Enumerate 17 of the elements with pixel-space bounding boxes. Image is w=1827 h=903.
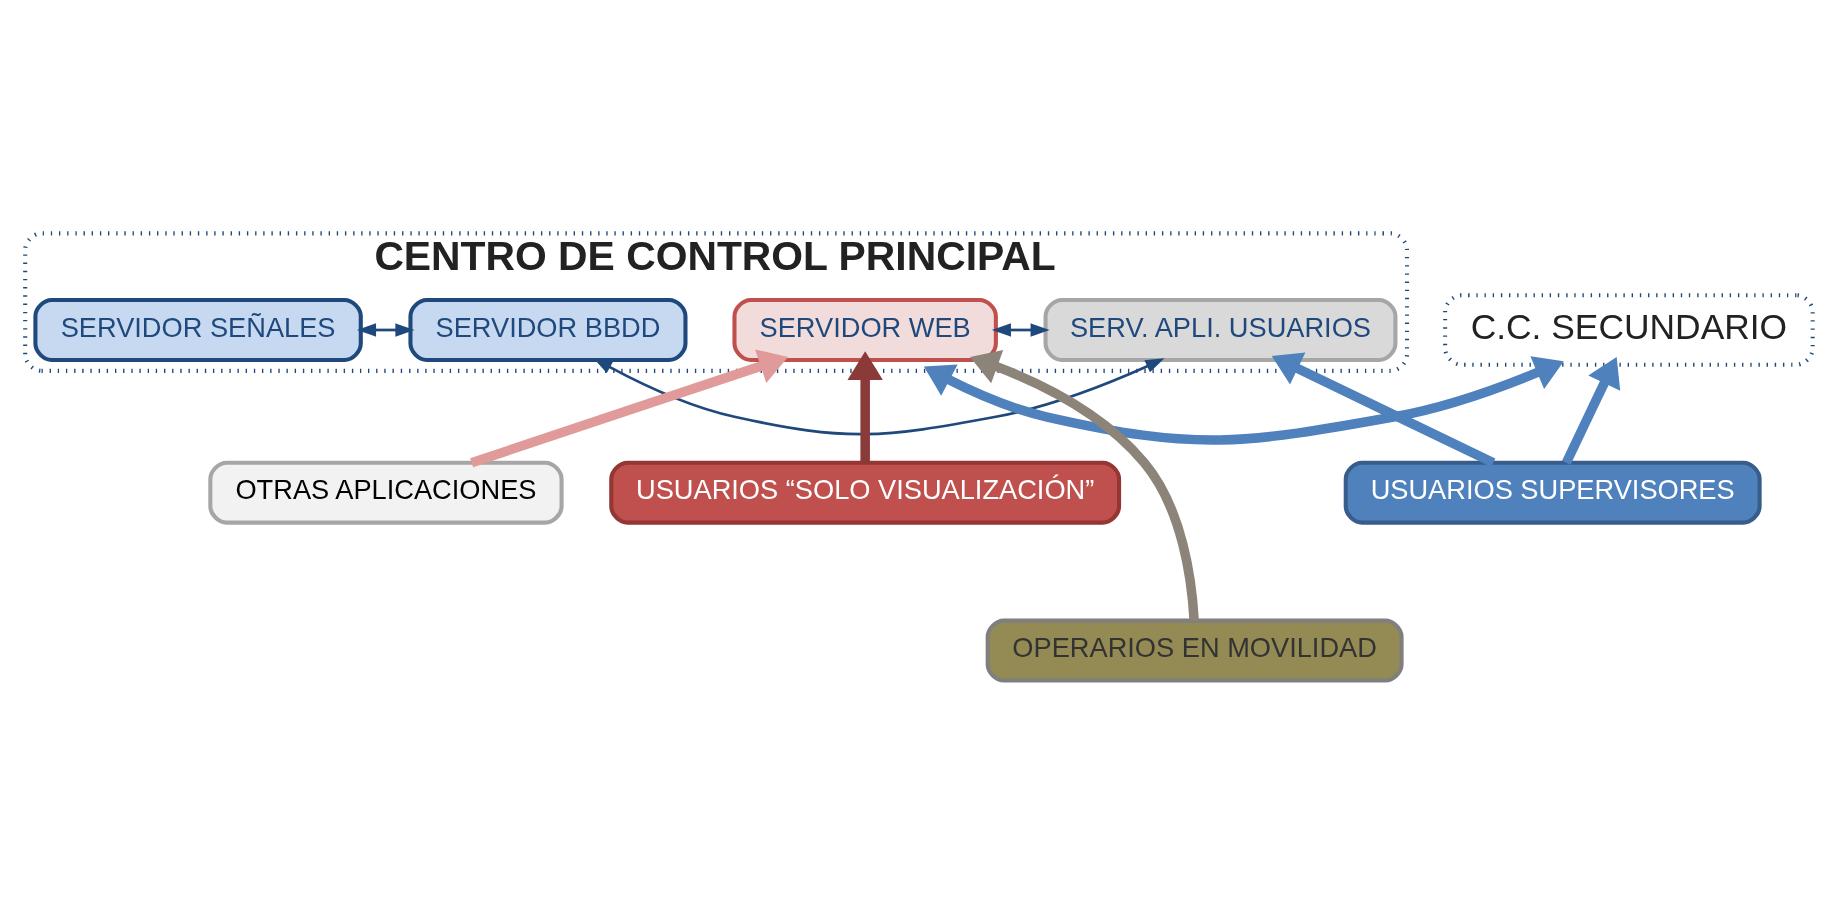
- arrow: [991, 323, 1050, 337]
- node-box: SERV. APLI. USUARIOS: [1043, 298, 1398, 362]
- node-box: USUARIOS “SOLO VISUALIZACIÓN”: [609, 460, 1122, 525]
- arrow: [1271, 352, 1496, 467]
- arrow: [970, 350, 1199, 621]
- node-box: SERVIDOR SEÑALES: [33, 298, 363, 362]
- arrow: [356, 323, 415, 337]
- node-box: OPERARIOS EN MOVILIDAD: [985, 618, 1404, 683]
- arrow: [847, 351, 883, 463]
- node-box: USUARIOS SUPERVISORES: [1343, 460, 1762, 525]
- node-box: C.C. SECUNDARIO: [1443, 293, 1815, 367]
- node-box: SERVIDOR WEB: [732, 298, 998, 362]
- arrow: [923, 356, 1564, 445]
- node-box: SERVIDOR BBDD: [408, 298, 688, 362]
- node-box: OTRAS APLICACIONES: [208, 460, 564, 525]
- arrow: [1562, 357, 1621, 465]
- arrow: [470, 349, 789, 468]
